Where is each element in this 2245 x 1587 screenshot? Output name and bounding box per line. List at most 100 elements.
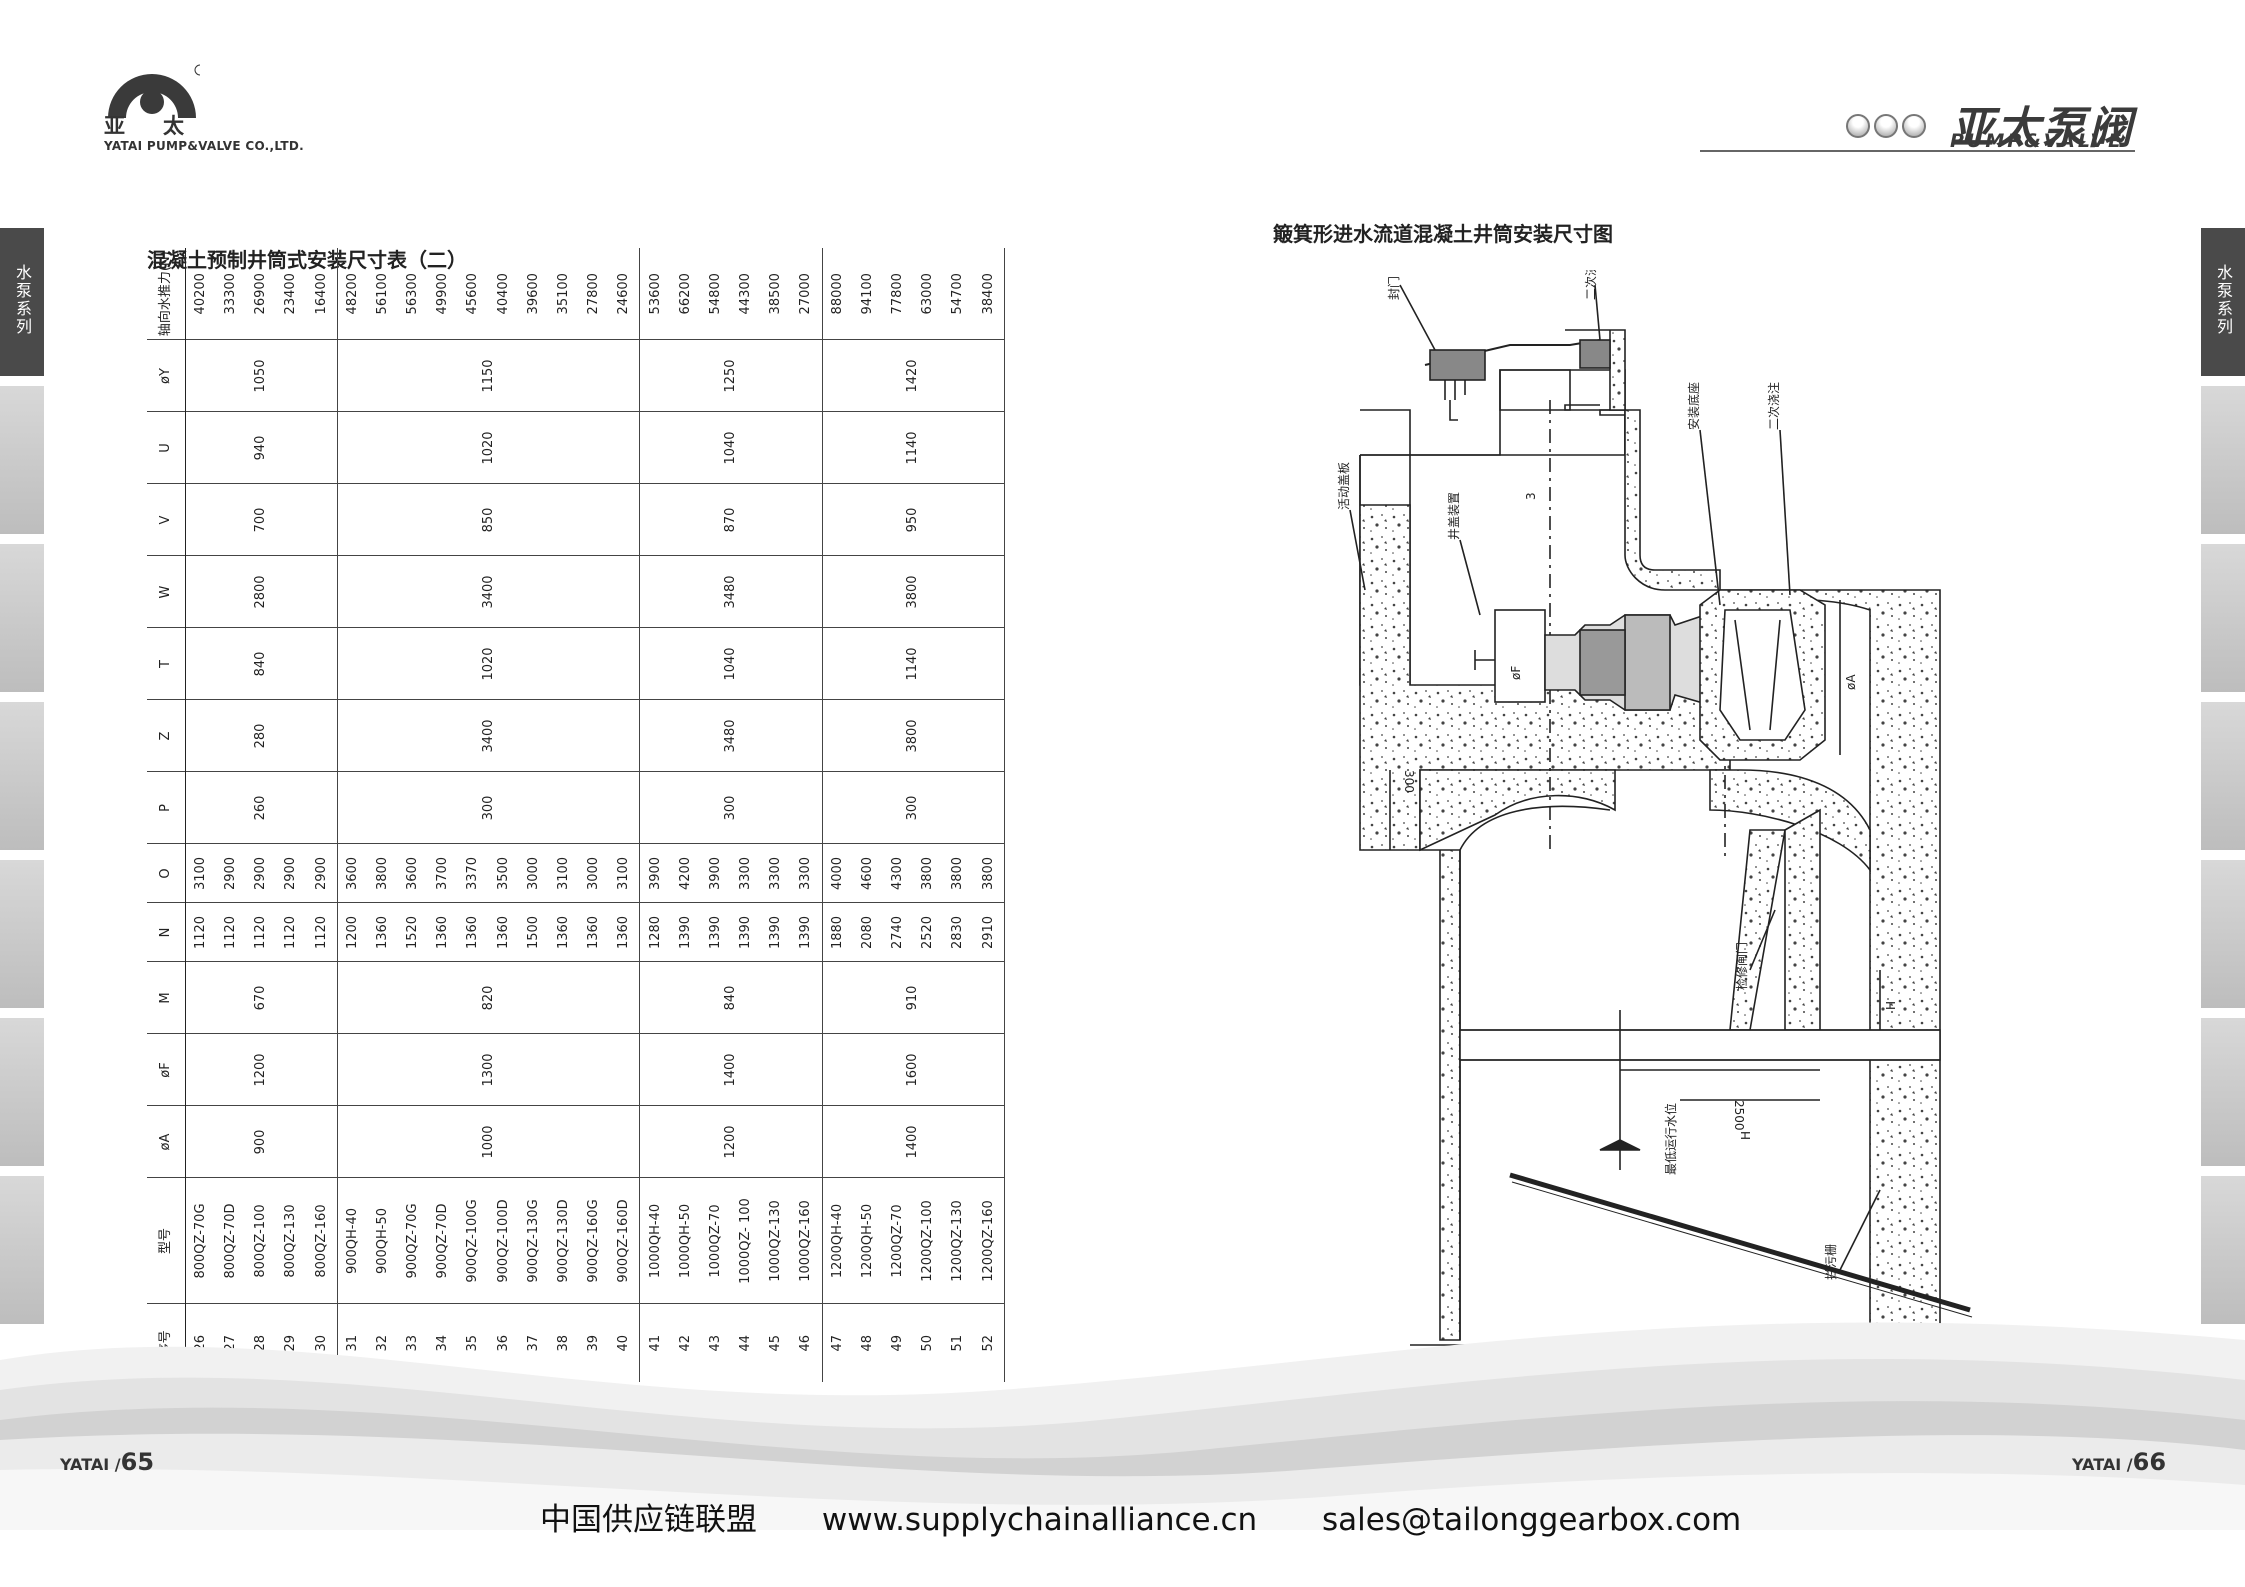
table-cell: 840 [639, 962, 823, 1034]
table-cell: 950 [822, 484, 1005, 556]
table-cell: 3900 [639, 844, 671, 903]
side-tab[interactable] [2201, 860, 2245, 1008]
table-cell: 1360 [458, 903, 489, 962]
table-cell: 66200 [677, 273, 693, 315]
table-cell: 3600 [337, 844, 368, 903]
table-cell: 2800 [185, 556, 338, 628]
side-tab[interactable] [2201, 544, 2245, 692]
side-tab[interactable] [2201, 702, 2245, 850]
table-cell: 35100 [555, 273, 571, 315]
side-tab[interactable] [0, 1018, 44, 1166]
table-cell: 1200QZ-100 [913, 1178, 944, 1304]
table-cell: 1390 [670, 903, 701, 962]
table-cell: 3300 [791, 844, 823, 903]
table-cell: 40200 [192, 273, 208, 315]
table-cell: 900QH-40 [337, 1178, 368, 1304]
table-header-cell: P [147, 772, 186, 844]
side-tab[interactable] [2201, 1176, 2245, 1324]
table-cell: 38500 [768, 273, 784, 315]
table-cell: 1200QH-40 [822, 1178, 853, 1304]
table-header-cell: V [147, 484, 186, 556]
label-dim-H: H [1884, 1001, 1898, 1010]
table-cell: 2900 [246, 844, 277, 903]
table-header-cell: W [147, 556, 186, 628]
table-cell: 1390 [791, 903, 823, 962]
table-header-cell: U [147, 412, 186, 484]
table-cell: 39600 [525, 273, 541, 315]
table-cell: 1400 [822, 1106, 1005, 1178]
table-cell: 3100 [609, 844, 640, 903]
label-dim-3: 3 [1524, 492, 1538, 500]
table-cell: 4200 [670, 844, 701, 903]
label-hatch: 封门 [1386, 276, 1401, 300]
table-cell: 1120 [306, 903, 338, 962]
table-cell: 33300 [223, 273, 239, 315]
table-cell: 800QZ-160 [306, 1178, 338, 1304]
logo-en-text: YATAI PUMP&VALVE CO.,LTD. [104, 139, 304, 153]
side-tab[interactable] [0, 1176, 44, 1324]
page-number-left: YATAI /65 [60, 1448, 155, 1476]
side-tab[interactable] [0, 544, 44, 692]
table-cell: 3800 [822, 700, 1005, 772]
table-cell: 1360 [548, 903, 579, 962]
side-tab-pumps[interactable]: 水泵系列 [0, 228, 44, 376]
footer-email[interactable]: sales@tailonggearbox.com [1322, 1502, 1742, 1538]
table-cell: 1360 [488, 903, 519, 962]
table-cell: 3900 [700, 844, 731, 903]
side-tab[interactable] [2201, 1018, 2245, 1166]
label-mount-base: 安装底座 [1686, 382, 1701, 430]
table-cell: 3700 [428, 844, 459, 903]
side-tab[interactable] [0, 386, 44, 534]
table-cell: 56100 [375, 273, 391, 315]
brand-en-text: PUMP&VALVE [1950, 130, 2125, 152]
table-cell: 1390 [700, 903, 731, 962]
table-cell: 24600 [609, 248, 640, 340]
footer-site[interactable]: www.supplychainalliance.cn [821, 1502, 1258, 1538]
drawing-title: 簸箕形进水流道混凝土井筒安装尺寸图 [1273, 222, 1613, 246]
footer-contact: 中国供应链联盟 www.supplychainalliance.cn sales… [540, 1494, 1796, 1539]
label-second-pour: 二次浇注 [1766, 382, 1781, 430]
table-cell: 3370 [458, 844, 489, 903]
label-movable-cover: 活动盖板 [1337, 462, 1351, 510]
table-cell: 260 [185, 772, 338, 844]
table-cell: 3800 [822, 556, 1005, 628]
table-cell: 900QZ-130G [518, 1178, 549, 1304]
table-cell: 1020 [337, 412, 640, 484]
side-tab-pumps[interactable]: 水泵系列 [2201, 228, 2245, 376]
table-cell: 1200QZ-160 [973, 1178, 1005, 1304]
table-cell: 1390 [761, 903, 792, 962]
table-header-cell: øA [147, 1106, 186, 1178]
table-cell: 300 [337, 772, 640, 844]
label-dim-F: øF [1509, 666, 1523, 680]
table-cell: 1250 [639, 340, 823, 412]
side-nav-left: 水泵系列 [0, 228, 44, 1334]
label-dim-300: 300 [1402, 770, 1416, 793]
table-cell: 1400 [639, 1034, 823, 1106]
floor-slab [1360, 369, 1626, 456]
side-tab[interactable] [2201, 386, 2245, 534]
table-cell: 3480 [639, 700, 823, 772]
side-tab[interactable] [0, 860, 44, 1008]
table-header-cell: øF [147, 1034, 186, 1106]
table-cell: 1200QZ-70 [883, 1178, 914, 1304]
table-cell: 48200 [344, 273, 360, 315]
table-header-cell: T [147, 628, 186, 700]
table-cell: 38400 [973, 248, 1005, 340]
side-tab[interactable] [0, 702, 44, 850]
page-number-right: YATAI /66 [2072, 1448, 2167, 1476]
table-cell: 4600 [852, 844, 883, 903]
table-cell: 1420 [822, 340, 1005, 412]
table-cell: 900QZ-70G [398, 1178, 429, 1304]
table-cell: 1360 [609, 903, 640, 962]
table-cell: 900QZ-160D [609, 1178, 640, 1304]
label-well-cover: 井盖装置 [1447, 492, 1461, 540]
table-cell: 40400 [495, 273, 511, 315]
table-cell: 88000 [829, 273, 845, 315]
table-cell: 3800 [973, 844, 1005, 903]
table-cell: 1000QZ-160 [791, 1178, 823, 1304]
table-cell: 27800 [586, 273, 602, 315]
